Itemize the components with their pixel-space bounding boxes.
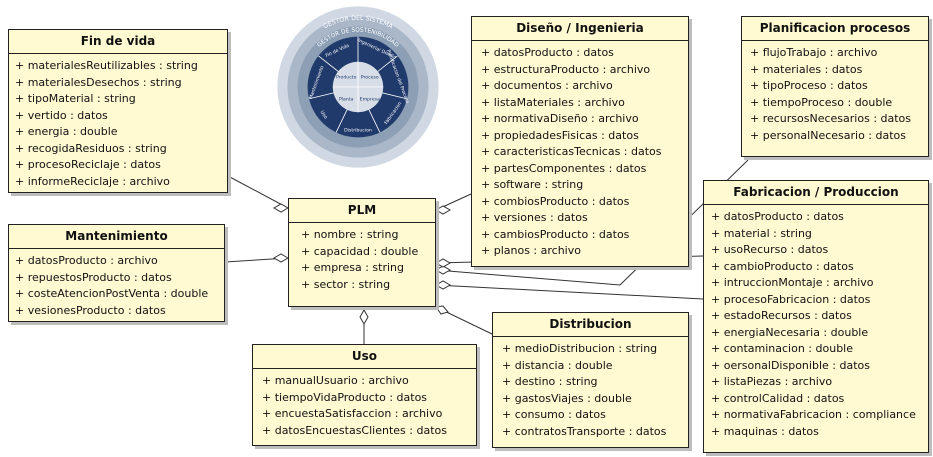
class-title: Mantenimiento [9,225,224,249]
class-title: PLM [289,199,435,223]
class-fin-de-vida: Fin de vida + materialesReutilizables : … [8,29,228,193]
class-attribute: + capacidad : double [301,244,419,258]
class-attribute: + propiedadesFisicas : datos [481,128,639,142]
class-attribute: + procesoReciclaje : datos [15,158,161,171]
class-attribute: + tiempoProceso : double [750,95,893,109]
class-attribute: + cambioProducto : datos [711,259,854,273]
class-attribute: + procesoFabricacion : datos [711,292,871,306]
class-attribute: + estructuraProducto : archivo [481,62,651,76]
class-attribute: + cambiosProducto : datos [481,227,630,241]
class-attribute: + destino : string [502,375,598,388]
aggregation-diamond [272,203,290,213]
class-attribute: + contratosTransporte : datos [502,424,667,438]
wheel-center-label: Empresa [360,96,380,102]
wheel-segment-label: Uso [319,110,329,121]
class-title: Uso [253,345,476,369]
wheel-center-label: Producto [336,75,357,81]
class-attribute: + costeAtencionPostVenta : double [15,287,209,300]
class-attribute: + combiosProducto : datos [481,194,630,208]
class-attribute: + oersonalDisponible : datos [711,358,870,372]
class-attribute: + material : string [711,226,812,240]
class-attribute: + datosEncuestasClientes : datos [262,423,447,437]
class-diseno-ingenieria: Diseño / Ingenieria + datosProducto : da… [471,16,689,267]
aggregation-diamond [435,305,449,315]
class-attribute: + controlCalidad : datos [711,391,845,405]
class-attribute: + vesionesProducto : datos [15,303,166,317]
class-attribute: + normativaFabricacion : compliance [711,408,916,421]
class-attribute: + documentos : archivo [481,79,613,92]
class-attribute: + recogidaResiduos : string [15,141,167,155]
aggregation-diamond [434,258,452,268]
class-attribute: + caracteristicasTecnicas : datos [481,145,662,158]
class-attribute: + software : string [481,178,584,191]
class-planificacion-procesos: Planificacion procesos + flujoTrabajo : … [741,16,929,157]
class-attribute: + datosProducto : datos [711,210,844,223]
class-attribute: + recursosNecesarios : datos [750,112,912,125]
class-attribute: + energia : double [15,125,118,138]
class-attribute: + medioDistribucion : string [502,342,658,355]
lifecycle-wheel: GESTOR DEL SISTEMA GESTOR DE SOSTENIBILI… [277,6,439,168]
class-attribute: + distancia : double [502,358,613,372]
class-attribute: + materiales : datos [750,62,863,76]
class-attribute: + materialesDesechos : string [15,75,182,89]
class-attribute: + personalNecesario : datos [750,128,907,142]
class-attribute: + usoRecurso : datos [711,243,829,256]
class-attribute: + encuestaSatisfaccion : archivo [262,407,443,420]
class-attribute: + materialesReutilizables : string [15,59,198,72]
class-attribute: + datosProducto : archivo [15,254,158,267]
class-attribute: + consumo : datos [502,408,606,421]
class-attribute: + informeReciclaje : archivo [15,174,170,188]
class-attribute: + manualUsuario : archivo [262,374,409,387]
class-title: Distribucion [493,313,688,337]
aggregation-diamond [434,280,452,290]
class-mantenimiento: Mantenimiento + datosProducto : archivo … [8,224,225,322]
class-attribute: + empresa : string [301,261,404,274]
aggregation-diamond [272,253,290,263]
class-attribute: + estadoRecursos : datos [711,309,852,322]
link-fin-de-vida [227,175,289,209]
class-plm: PLM + nombre : string + capacidad : doub… [288,198,436,307]
wheel-center-label: Proceso [361,75,379,81]
class-attribute: + planos : archivo [481,244,581,257]
class-attribute: + listaMateriales : archivo [481,95,625,109]
class-attribute: + tiempoVidaProducto : datos [262,390,428,404]
class-attribute: + datosProducto : datos [481,46,614,59]
class-title: Diseño / Ingenieria [472,17,688,41]
class-attribute: + flujoTrabajo : archivo [750,46,878,59]
class-attribute: + repuestosProducto : datos [15,270,172,284]
class-attribute: + contaminacion : double [711,342,853,355]
class-uso: Uso + manualUsuario : archivo + tiempoVi… [252,344,477,446]
wheel-center-label: Planta [339,96,354,102]
class-distribucion: Distribucion + medioDistribucion : strin… [492,312,689,448]
class-attribute: + intruccionMontaje : archivo [711,276,874,289]
class-attribute: + vertido : datos [15,108,108,122]
aggregation-diamond [434,205,452,215]
class-attribute: + listaPiezas : archivo [711,375,833,388]
class-attribute: + gastosViajes : double [502,391,632,405]
class-attribute: + tipoMaterial : string [15,92,136,105]
class-title: Planificacion procesos [742,17,928,41]
aggregation-diamond [434,265,452,275]
class-attribute: + sector : string [301,277,391,291]
class-attribute: + maquinas : datos [711,424,819,438]
class-attribute: + versiones : datos [481,211,588,224]
link-fabricacion-1 [435,284,704,300]
class-title: Fabricacion / Produccion [704,181,928,205]
class-attribute: + nombre : string [301,228,399,241]
class-attribute: + normativaDiseño : archivo [481,112,639,125]
class-attribute: + tipoProceso : datos [750,79,868,92]
class-title: Fin de vida [9,30,227,54]
aggregation-diamond [359,308,369,326]
class-attribute: + partesComponentes : datos [481,161,647,175]
class-attribute: + energiaNecesaria : double [711,325,869,339]
wheel-segment-label: Distribucion [344,128,372,134]
class-fabricacion-produccion: Fabricacion / Produccion + datosProducto… [703,180,929,453]
